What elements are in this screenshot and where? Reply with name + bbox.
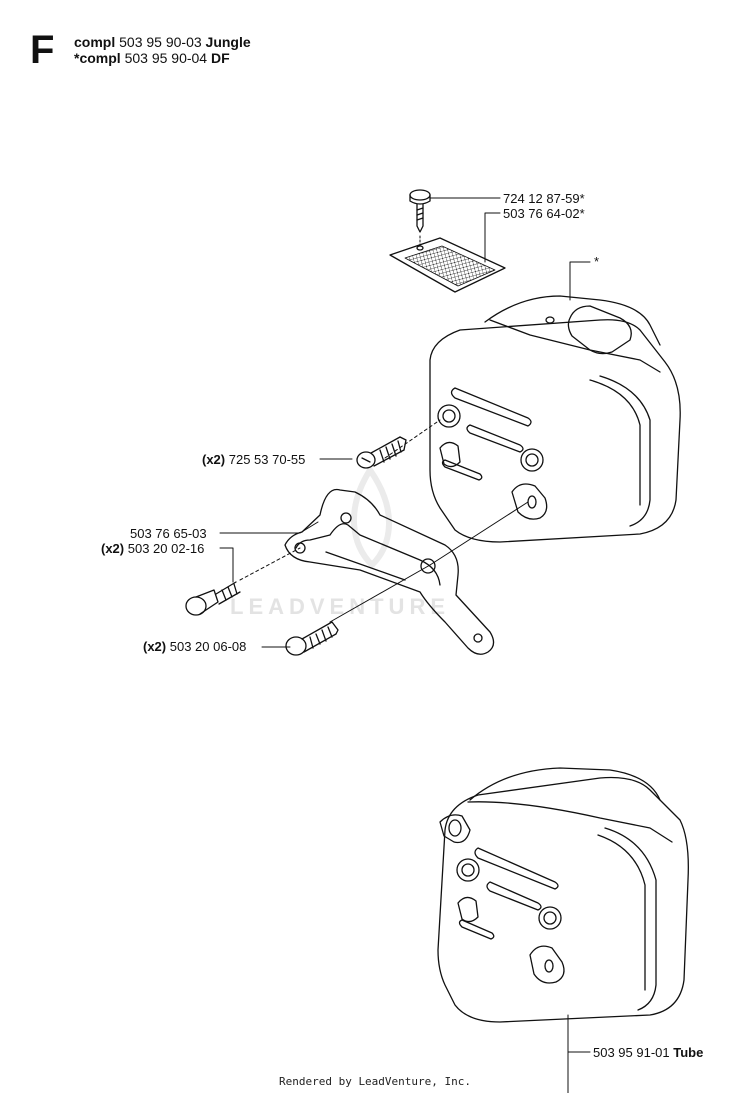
callout-tube-muffler-part: 503 95 91-01 xyxy=(593,1045,670,1060)
callout-muffler-screw-qty: (x2) xyxy=(202,452,226,467)
callout-bracket: 503 76 65-03 xyxy=(130,526,207,541)
callout-top-screw: 724 12 87-59* xyxy=(503,191,585,206)
header-line-1-variant: Jungle xyxy=(205,34,251,50)
callout-bolt-bottom-qty: (x2) xyxy=(143,639,167,654)
callout-bolt-left: (x2) 503 20 02-16 xyxy=(101,541,204,556)
bracket-bolt-bottom xyxy=(285,621,339,656)
header-line-2-number: 503 95 90-04 xyxy=(124,50,208,66)
header-line-1-number: 503 95 90-03 xyxy=(119,34,202,50)
header-line-2-prefix: *compl xyxy=(74,50,121,66)
header-line-1: compl 503 95 90-03 Jungle xyxy=(74,34,251,50)
leader-lines xyxy=(219,197,591,1093)
callout-bolt-bottom: (x2) 503 20 06-08 xyxy=(143,639,246,654)
mounting-bracket xyxy=(284,488,495,655)
spark-arrestor-screen xyxy=(389,237,506,293)
header-line-2-variant: DF xyxy=(211,50,230,66)
header-line-1-prefix: compl xyxy=(74,34,116,50)
callout-muffler-screw: (x2) 725 53 70-55 xyxy=(202,452,305,467)
upper-muffler xyxy=(429,295,681,543)
callout-tube-muffler: 503 95 91-01 Tube xyxy=(593,1045,703,1060)
footer-credit: Rendered by LeadVenture, Inc. xyxy=(278,1075,472,1088)
watermark-flame xyxy=(350,467,392,568)
callout-bolt-left-part: 503 20 02-16 xyxy=(127,541,205,556)
callout-tube-muffler-variant: Tube xyxy=(673,1045,704,1060)
tube-muffler xyxy=(437,767,689,1023)
callout-bolt-bottom-part: 503 20 06-08 xyxy=(169,639,247,654)
section-letter: F xyxy=(30,28,55,72)
header-line-2: *compl 503 95 90-04 DF xyxy=(74,50,230,66)
muffler-screw xyxy=(356,436,407,469)
callout-asterisk: * xyxy=(594,254,600,269)
callout-bolt-left-qty: (x2) xyxy=(101,541,125,556)
callout-screen: 503 76 64-02* xyxy=(503,206,585,221)
callout-muffler-screw-part: 725 53 70-55 xyxy=(228,452,306,467)
bracket-bolt-left xyxy=(185,581,241,616)
top-screw xyxy=(409,189,431,233)
watermark-text: LEADVENTURE xyxy=(230,594,451,619)
